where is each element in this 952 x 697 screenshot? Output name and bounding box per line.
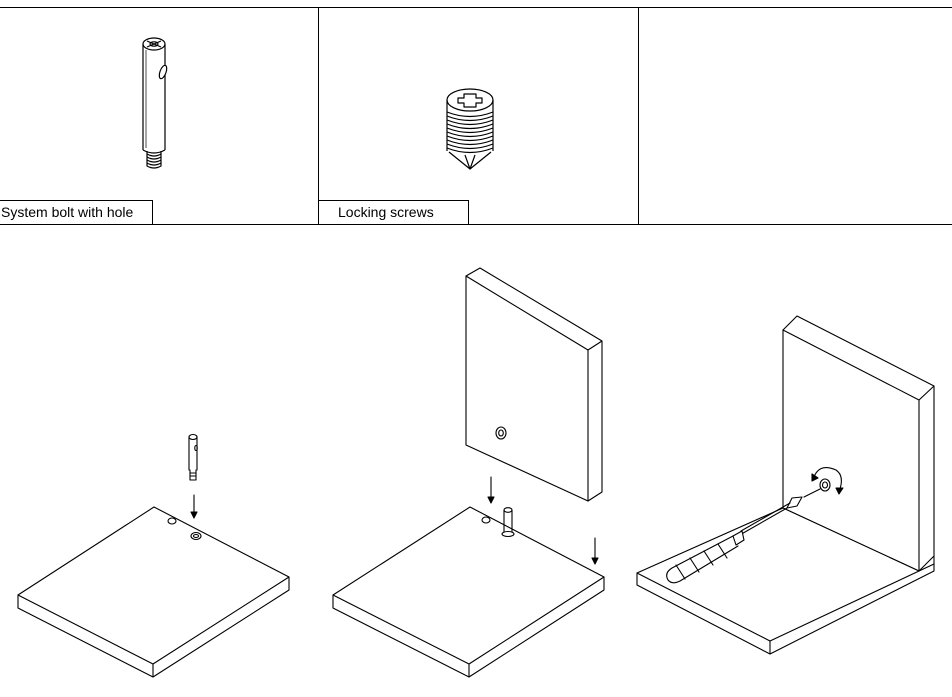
- part-label-system-bolt: System bolt with hole: [0, 200, 153, 225]
- locking-screw-icon: [319, 8, 639, 226]
- part-cell-system-bolt: System bolt with hole: [0, 7, 318, 225]
- system-bolt-icon: [0, 8, 318, 226]
- part-cell-locking-screw: Locking screws: [318, 7, 638, 225]
- parts-table: System bolt with hole Locking screws: [0, 7, 952, 225]
- part-label-locking-screw: Locking screws: [319, 200, 469, 225]
- attach-side-panel-icon: [333, 268, 604, 677]
- tighten-locking-screw-icon: [637, 316, 934, 654]
- assembly-steps: [0, 240, 952, 697]
- part-cell-empty: [638, 7, 952, 225]
- insert-bolt-into-panel-icon: [18, 435, 289, 678]
